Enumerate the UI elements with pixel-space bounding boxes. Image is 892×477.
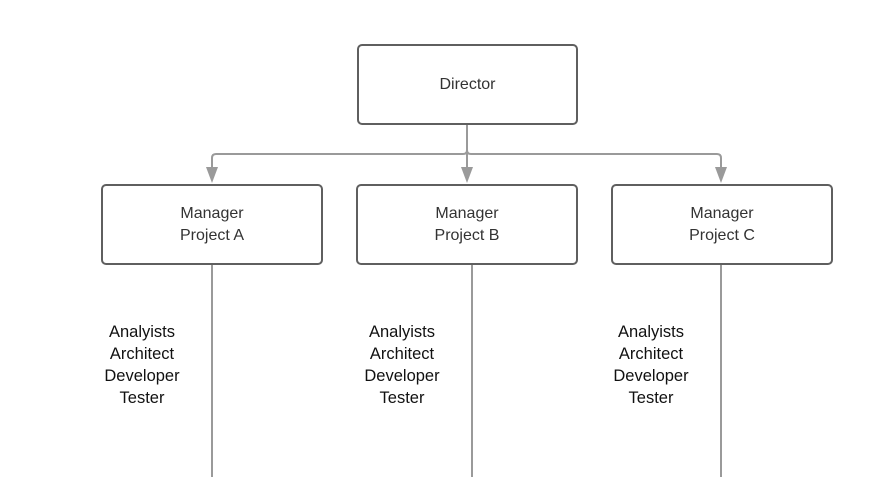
role-item: Architect [369,345,435,363]
manager-project-b-box[interactable]: Manager Project B [356,184,578,265]
project-name: Project B [434,226,500,244]
role-item: Analyists [108,323,176,341]
team-roles-project-c: Analyists Architect Developer Tester [596,321,706,409]
team-roles-project-a: Analyists Architect Developer Tester [87,321,197,409]
role-item: Developer [364,367,440,385]
manager-title: Manager [435,204,499,222]
role-item: Developer [104,367,180,385]
manager-project-c-box[interactable]: Manager Project C [611,184,833,265]
project-name: Project A [179,226,245,244]
project-name: Project C [689,226,755,244]
role-item: Architect [109,345,175,363]
arrowhead-b [461,167,473,183]
manager-project-a-box[interactable]: Manager Project A [101,184,323,265]
director-label: Director [439,75,496,93]
role-item: Architect [618,345,684,363]
director-box[interactable]: Director [357,44,578,125]
team-roles-project-b: Analyists Architect Developer Tester [347,321,457,409]
arrowhead-a [206,167,218,183]
manager-title: Manager [180,204,244,222]
manager-title: Manager [690,204,754,222]
role-item: Tester [119,389,165,407]
role-item: Tester [379,389,425,407]
branch-line-a [211,149,468,170]
role-item: Analyists [368,323,436,341]
arrowhead-c [715,167,727,183]
branch-line-c [466,149,722,170]
role-item: Analyists [617,323,685,341]
role-item: Tester [628,389,674,407]
role-item: Developer [613,367,689,385]
